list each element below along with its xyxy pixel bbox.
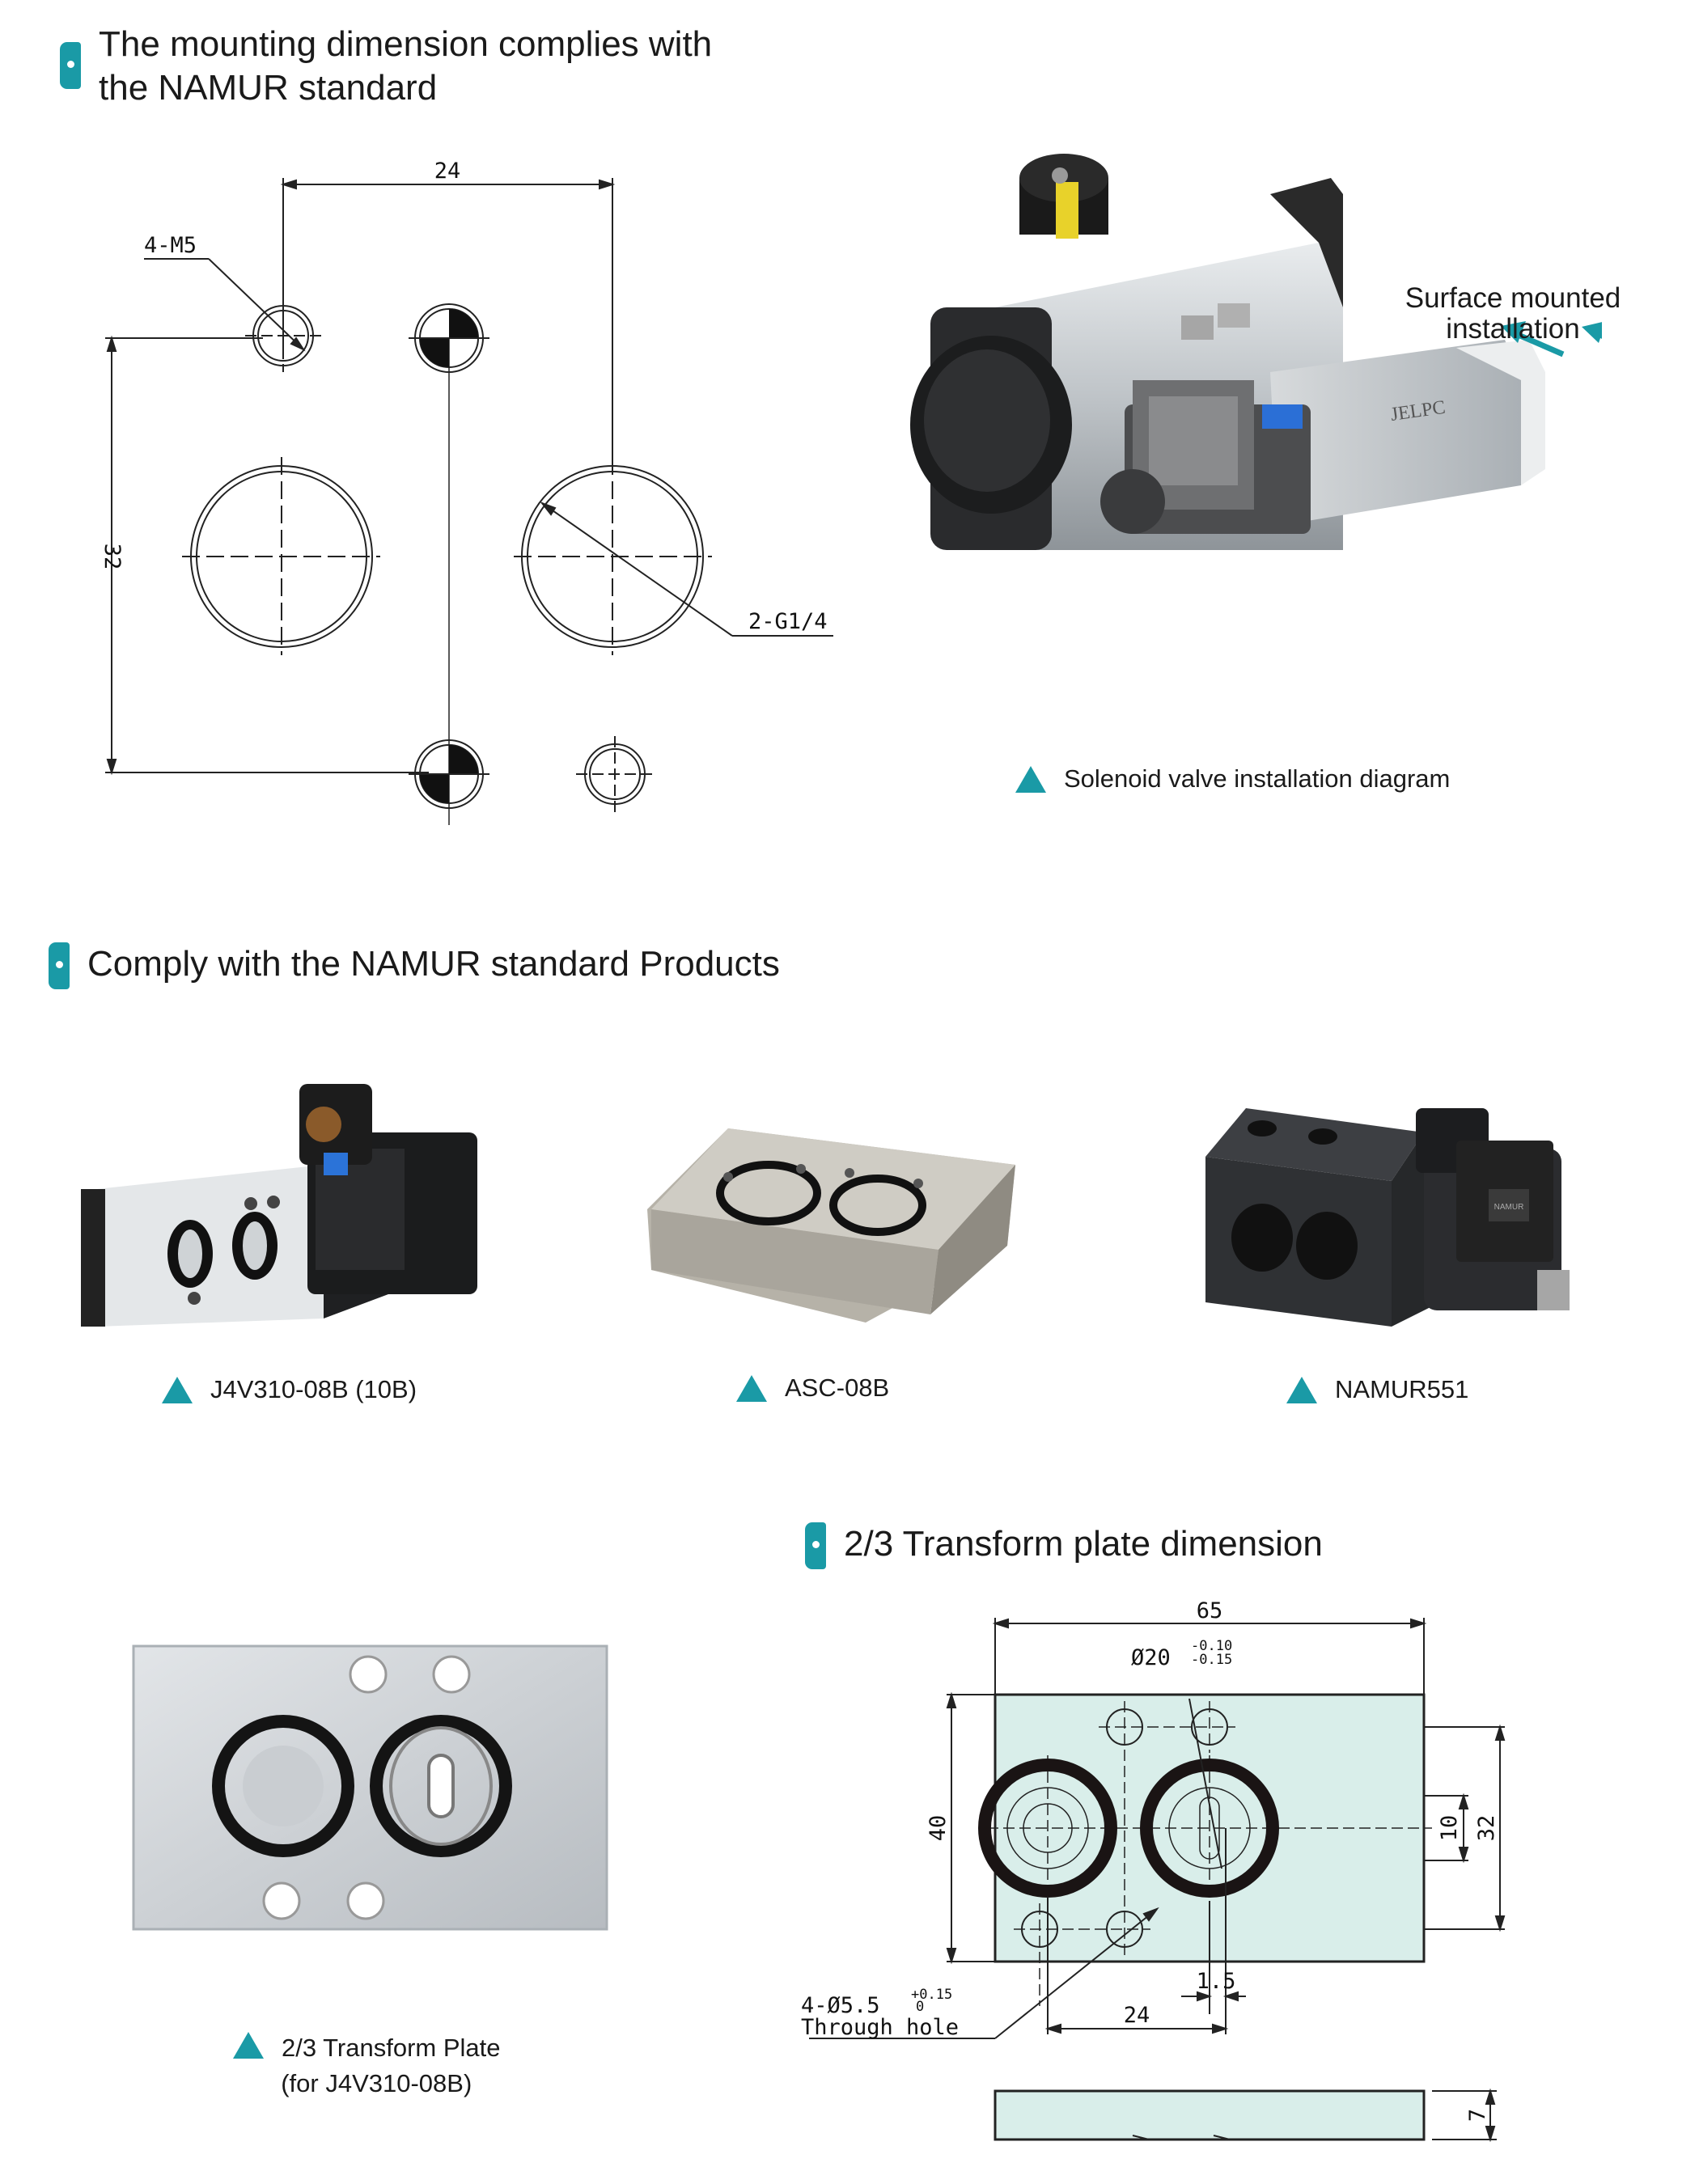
section-title-mounting: The mounting dimension complies with the… [99,24,713,108]
thru-tol-lower: 0 [916,1999,924,2015]
caption-triangle-icon [162,1376,193,1403]
product-photo-asc08b [647,1128,1015,1323]
transform-plate-photo [132,1644,608,1931]
installation-caption: Solenoid valve installation diagram [1015,764,1450,794]
callout-arrow-icon [1513,330,1565,358]
slot-label: 10 [1437,1815,1462,1842]
caption-triangle-icon [1286,1376,1317,1403]
g14-port-left [182,457,380,655]
mounting-dimension-drawing: 24 32 4-M5 2-G1/4 [100,159,833,825]
bore-dia-label: Ø20 [1131,1645,1171,1670]
transform-plate-caption: 2/3 Transform Plate (for J4V310-08B) [233,2030,501,2101]
m5-hole-top-left [245,299,321,372]
m5-hole-bottom-right [576,736,654,813]
product-photo-j4v310 [81,1084,477,1327]
product-photo-namur551: NAMUR [1205,1108,1570,1327]
target-bottom [409,739,489,809]
dim-32-label: 32 [100,544,125,570]
offset-label: 1.5 [1197,1969,1236,1994]
section-marker-icon [60,42,81,89]
plate-dimension-drawing: 65 Ø20 -0.10 -0.15 40 10 32 1.5 24 4-Ø5.… [801,1598,1506,2143]
caption-triangle-icon [736,1374,767,1402]
section-header-products: Comply with the NAMUR standard Products [49,942,780,989]
plate-height-label: 40 [926,1815,951,1842]
thru-hole-label: 4-Ø5.5 [801,1993,880,2018]
target-top [409,303,489,373]
installation-callout: Surface mounted installation [1405,282,1621,345]
transform-plate-caption-line1: 2/3 Transform Plate [282,2034,501,2062]
bore-tol-lower: -0.15 [1191,1652,1232,1668]
installation-photo: JELPC [910,154,1602,550]
section-header-transform: 2/3 Transform plate dimension [805,1522,1323,1569]
section-marker-icon [49,942,70,989]
bore-tol-upper: -0.10 [1191,1638,1232,1654]
thread-g14-label: 2-G1/4 [748,609,828,634]
g14-port-right [514,457,712,655]
section-title-transform: 2/3 Transform plate dimension [844,1524,1323,1564]
transform-plate-caption-line2: (for J4V310-08B) [281,2069,472,2097]
plate-width-label: 65 [1197,1598,1223,1623]
thickness-label: 7 [1465,2109,1490,2122]
thread-m5-label: 4-M5 [144,233,197,258]
section-marker-icon [805,1522,826,1569]
thru-tol-upper: +0.15 [911,1987,952,2003]
caption-triangle-icon [233,2032,264,2059]
bore-spacing-label: 24 [1124,2003,1150,2028]
thru-hole-note: Through hole [801,2015,959,2040]
product-caption-j4v310: J4V310-08B (10B) [162,1375,417,1404]
coil-code-label: NAMUR [1494,1203,1524,1212]
hole-spacing-label: 32 [1474,1815,1499,1842]
section-title-products: Comply with the NAMUR standard Products [87,944,780,984]
dim-24-label: 24 [434,159,461,184]
product-caption-namur551: NAMUR551 [1286,1375,1468,1404]
section-header-mounting: The mounting dimension complies with the… [60,23,712,110]
product-caption-asc08b: ASC-08B [736,1373,889,1403]
caption-triangle-icon [1015,765,1046,793]
